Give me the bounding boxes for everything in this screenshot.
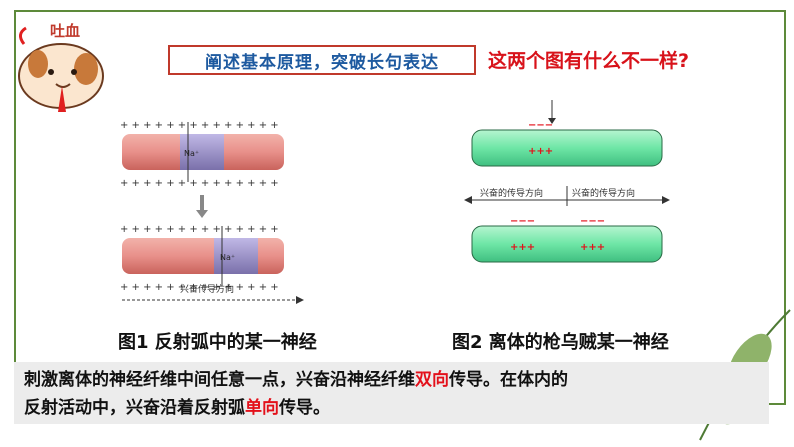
fig2-bottom-axon: −−− −−− +++ +++ — [471, 216, 663, 263]
fig1-top-axon: + + + + + + + + + + + + + + Na⁺ + + + + … — [120, 120, 284, 189]
fig1-bottom-axon: + + + + + + + + + + + + + + Na⁺ + + + + … — [120, 224, 284, 293]
fig1-na-bottom: Na⁺ — [220, 253, 235, 262]
fig2-direction-left: 兴奋的传导方向 — [480, 187, 543, 199]
title-box: 阐述基本原理，突破长句表达 — [168, 45, 476, 75]
conclusion-highlight-unidirectional: 单向 — [245, 398, 279, 418]
question-text: 这两个图有什么不一样? — [488, 50, 690, 72]
fig2-bottom-minus-red-left: −−− — [510, 216, 535, 227]
figure1-caption: 图1 反射弧中的某一神经 — [118, 332, 317, 353]
conclusion-text: 传导。 — [279, 398, 330, 418]
conclusion-text: 传导。在体内的 — [449, 370, 568, 390]
title-box-text: 阐述基本原理，突破长句表达 — [205, 52, 439, 73]
conclusion-text: 刺激离体的神经纤维中间任意一点，兴奋沿神经纤维 — [24, 370, 415, 390]
figure2-caption: 图2 离体的枪乌贼某一神经 — [452, 332, 669, 353]
conclusion-box: 刺激离体的神经纤维中间任意一点，兴奋沿神经纤维双向传导。在体内的 反射活动中，兴… — [14, 362, 769, 424]
fig1-top-plus-row-2: + + + + + + + + + + + + + + — [120, 178, 279, 189]
fig1-bottom-plus-row-2: + + + + + + + + + + + + + + — [120, 282, 279, 293]
fig2-bottom-minus-red-right: −−− — [580, 216, 605, 227]
fig2-direction-right: 兴奋的传导方向 — [572, 187, 635, 199]
fig2-bottom-plus-red-left: +++ — [510, 242, 535, 253]
fig2-top-minus-red: −−− — [528, 120, 553, 131]
figures-area: + + + + + + + + + + + + + + Na⁺ + + + + … — [120, 100, 670, 304]
mascot-label: 吐血 — [50, 22, 81, 40]
fig2-top-axon: −−− +++ — [471, 120, 663, 167]
fig1-direction-label: 兴奋传导方向 — [180, 283, 234, 295]
fig2-bottom-plus-red-right: +++ — [580, 242, 605, 253]
fig1-bottom-plus-row: + + + + + + + + + + + + + + — [120, 224, 279, 235]
fig2-top-plus-red: +++ — [528, 146, 553, 157]
conclusion-line-1: 刺激离体的神经纤维中间任意一点，兴奋沿神经纤维双向传导。在体内的 — [24, 366, 759, 394]
conclusion-line-2: 反射活动中，兴奋沿着反射弧单向传导。 — [24, 394, 759, 422]
conclusion-text: 反射活动中，兴奋沿着反射弧 — [24, 398, 245, 418]
fig1-top-plus-row: + + + + + + + + + + + + + + — [120, 120, 279, 131]
mascot-illustration — [18, 26, 104, 112]
conclusion-highlight-bidirectional: 双向 — [415, 370, 449, 390]
fig1-na-top: Na⁺ — [184, 149, 199, 158]
